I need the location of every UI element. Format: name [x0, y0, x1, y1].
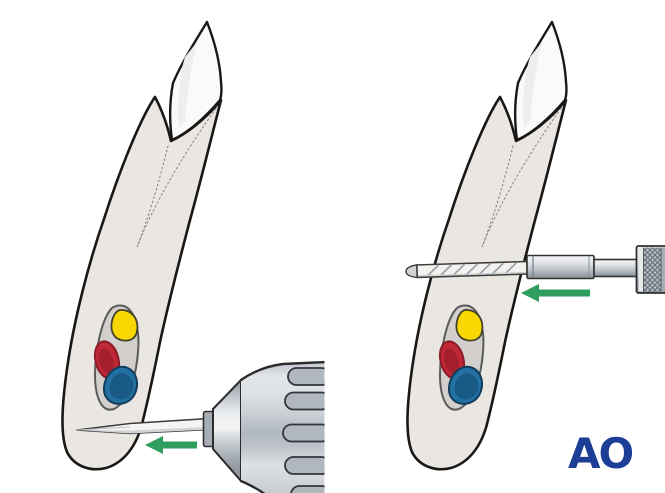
chuck-body-outline: [239, 360, 325, 493]
chuck-nose-cone: [212, 379, 242, 482]
chuck-jaw-slots: [282, 367, 325, 493]
drill-bit-tip: [405, 264, 418, 279]
ao-logo: AO: [568, 429, 633, 478]
panel-left: [61, 20, 325, 493]
knurled-knob: [635, 245, 665, 294]
direction-arrow-left-panel: [145, 436, 197, 454]
drill-bit-assembly: [405, 245, 665, 294]
fingertip-right: [406, 20, 568, 471]
spiral-drill-bit: [405, 260, 528, 279]
protection-sleeve: [526, 254, 595, 280]
fingertip-left: [61, 20, 223, 471]
panel-right: [405, 20, 665, 471]
direction-arrow-right-panel: [521, 284, 590, 302]
drill-flutes: [426, 262, 517, 277]
drill-chuck: [202, 360, 325, 493]
sleeve-shaft: [593, 258, 638, 278]
